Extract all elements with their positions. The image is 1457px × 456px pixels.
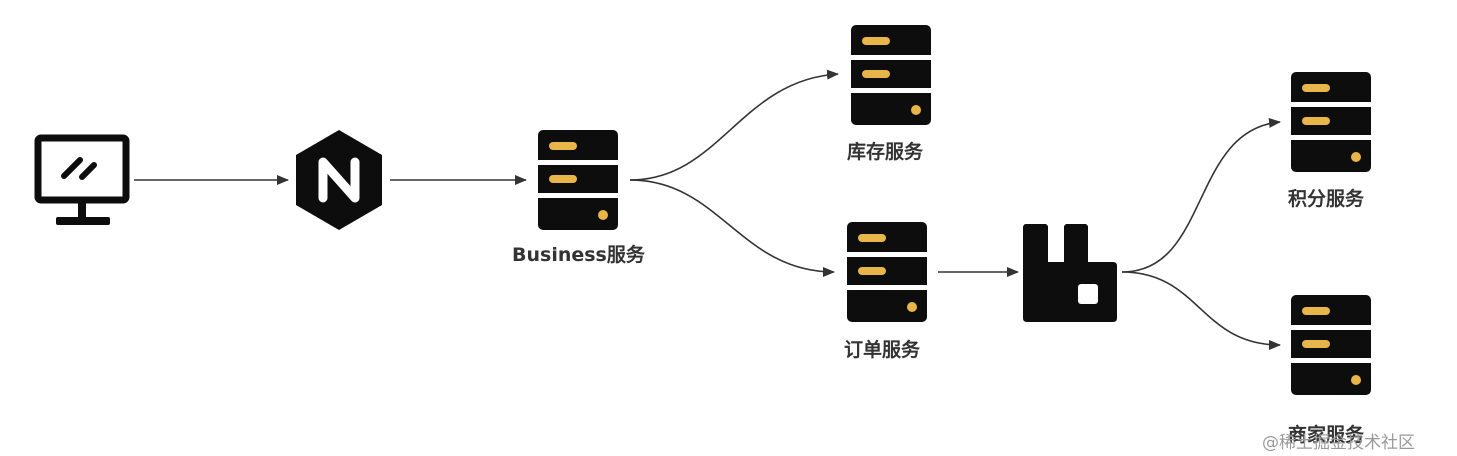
monitor-icon <box>34 134 130 225</box>
business-server-icon <box>538 130 618 230</box>
rabbitmq-icon <box>1023 224 1117 322</box>
inventory-service-label: 库存服务 <box>847 141 924 163</box>
arrow-business-to-inventory <box>629 69 839 181</box>
merchant-server-icon <box>1291 295 1371 395</box>
arrow-business-to-order <box>629 179 835 277</box>
nginx-icon <box>296 130 382 230</box>
business-service-label: Business服务 <box>512 244 645 266</box>
points-server-icon <box>1291 72 1371 172</box>
inventory-server-icon <box>851 25 931 125</box>
merchant-service-label: 商家服务 <box>1288 424 1365 446</box>
arrow-mq-to-points <box>1121 118 1281 273</box>
connector-arrows <box>134 69 1281 350</box>
points-service-label: 积分服务 <box>1288 188 1365 210</box>
order-service-label: 订单服务 <box>844 339 921 361</box>
order-server-icon <box>847 222 927 322</box>
arrow-mq-to-merchant <box>1121 271 1281 350</box>
watermark-text: @稀土掘金技术社区 <box>1262 433 1415 453</box>
